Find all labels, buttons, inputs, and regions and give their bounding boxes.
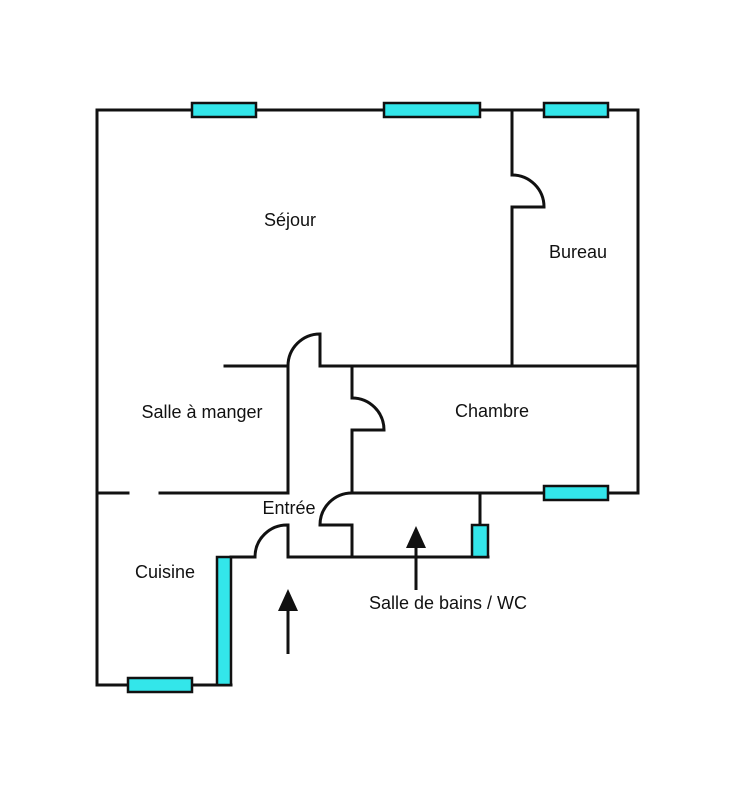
window-kitchen-side xyxy=(215,555,233,687)
windows xyxy=(126,101,610,694)
arrows xyxy=(278,526,426,654)
doors xyxy=(253,173,546,558)
window-sejour-left xyxy=(190,101,258,119)
room-label-cuisine: Cuisine xyxy=(135,562,195,582)
door-entrance xyxy=(253,523,290,558)
arrow-entrance-head xyxy=(278,589,298,611)
room-label-salle-a-manger: Salle à manger xyxy=(141,402,262,422)
door-bureau xyxy=(511,173,546,209)
room-label-salle-de-bains: Salle de bains / WC xyxy=(369,593,527,613)
window-kitchen-bottom xyxy=(126,676,194,694)
room-label-chambre: Chambre xyxy=(455,401,529,421)
window-chambre xyxy=(542,484,610,502)
walls xyxy=(95,108,640,687)
window-bathroom xyxy=(470,523,490,559)
room-label-bureau: Bureau xyxy=(549,242,607,262)
window-sejour-right xyxy=(382,101,482,119)
room-label-entree: Entrée xyxy=(262,498,315,518)
door-chambre xyxy=(351,396,386,432)
arrow-bath-head xyxy=(406,526,426,548)
door-sejour xyxy=(286,332,322,367)
room-label-sejour: Séjour xyxy=(264,210,316,230)
window-bureau xyxy=(542,101,610,119)
door-bathroom xyxy=(318,491,353,527)
